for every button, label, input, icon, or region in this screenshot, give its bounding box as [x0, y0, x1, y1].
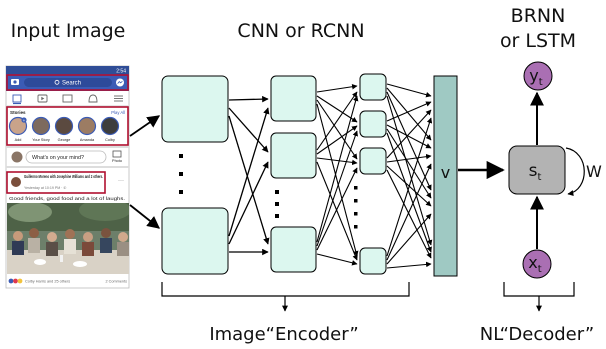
- love-reaction-icon: [13, 278, 18, 284]
- marketplace-tab-icon[interactable]: [62, 94, 73, 103]
- cnn-node: [359, 147, 387, 175]
- bell-icon[interactable]: [88, 94, 98, 103]
- photo-icon[interactable]: [112, 150, 122, 158]
- post-more-icon[interactable]: ···: [118, 178, 124, 184]
- status-time: 2:54: [116, 69, 126, 75]
- comments-count[interactable]: 2 Comments: [105, 280, 127, 284]
- menu-icon[interactable]: [114, 95, 123, 102]
- cnn-node: [359, 73, 387, 101]
- x-label: xt: [528, 253, 541, 275]
- cnn-node: [161, 75, 229, 143]
- watch-tab-icon[interactable]: [37, 94, 48, 103]
- brnn-label: BRNN: [511, 5, 566, 27]
- status-composer[interactable]: [25, 150, 107, 164]
- reactions-count[interactable]: Colby Harris and 25 others: [25, 280, 70, 284]
- like-reaction-icon: [8, 278, 14, 284]
- post-author-avatar: [11, 177, 21, 187]
- encoder-label: Image“Encoder”: [209, 324, 358, 345]
- post-photo[interactable]: [7, 199, 131, 274]
- photo-label: Photo: [112, 159, 122, 163]
- input-image-label: Input Image: [11, 20, 126, 42]
- cnn-node: [270, 132, 317, 179]
- v-label: v: [441, 163, 450, 182]
- story-avatar[interactable]: [77, 116, 97, 136]
- phone-screenshot: 2:54 Search Stories Play All: [5, 65, 131, 289]
- story-avatar[interactable]: [31, 116, 51, 136]
- story-name: Colby: [105, 138, 115, 142]
- cnn-layer-2: [270, 75, 317, 273]
- cnn-layer-3: [354, 73, 387, 275]
- feature-vector-v: [433, 75, 458, 277]
- composer-prompt: What's on your mind?: [32, 155, 84, 161]
- story-name: Amanda: [80, 138, 95, 142]
- profile-avatar: [11, 151, 23, 163]
- layer1-to-layer2-arrows: [228, 95, 270, 256]
- news-feed-tab-icon[interactable]: [12, 94, 22, 103]
- x-input-node: [522, 249, 552, 279]
- post-header-highlight: [6, 171, 106, 194]
- search-icon: [54, 79, 60, 85]
- nav-tabs: [12, 94, 123, 105]
- decoder-label: NL“Decoder”: [480, 324, 594, 345]
- w-label: W: [586, 162, 602, 181]
- story-avatar[interactable]: [100, 116, 120, 136]
- story-name: Add: [15, 138, 22, 142]
- story-avatars: + Add Your Story George Amanda Colby: [8, 116, 120, 142]
- status-bar: [6, 66, 129, 74]
- cnn-node: [270, 226, 317, 273]
- post-author: Guillermo Moreno with Josephine Williams…: [24, 174, 103, 179]
- stories-highlight: [6, 106, 129, 146]
- post-time: Yesterday at 10:19 PM · ✆: [24, 186, 67, 190]
- cnn-node: [359, 247, 387, 275]
- cnn-layer-1: [161, 75, 229, 275]
- layer3-to-v-arrows: [386, 83, 433, 269]
- search-placeholder: Search: [62, 81, 81, 87]
- lstm-label: or LSTM: [500, 30, 576, 52]
- y-label: yt: [529, 66, 542, 88]
- svg-text:+: +: [23, 118, 26, 123]
- cnn-node: [270, 75, 317, 122]
- search-input[interactable]: [24, 78, 112, 87]
- cnn-node: [359, 110, 387, 138]
- layer2-to-layer3-arrows: [316, 84, 359, 266]
- cnn-label: CNN or RCNN: [237, 20, 364, 42]
- recurrent-loop-arrow: [565, 147, 585, 196]
- hidden-state-node: [508, 145, 566, 195]
- cnn-node: [161, 207, 229, 275]
- play-all-link[interactable]: Play All: [111, 110, 125, 115]
- input-arrows: [129, 115, 161, 229]
- y-output-node: [523, 61, 553, 91]
- search-bar-highlight: [6, 74, 129, 91]
- story-avatar[interactable]: [54, 116, 74, 136]
- story-name: George: [58, 138, 71, 142]
- decoder-brace: [503, 282, 575, 312]
- s-label: st: [529, 161, 542, 183]
- encoder-brace: [161, 282, 410, 312]
- stories-label: Stories: [10, 110, 26, 115]
- post-text: Good friends, good food and a lot of lau…: [9, 196, 125, 202]
- story-name: Your Story: [32, 138, 50, 142]
- haha-reaction-icon: [17, 278, 23, 284]
